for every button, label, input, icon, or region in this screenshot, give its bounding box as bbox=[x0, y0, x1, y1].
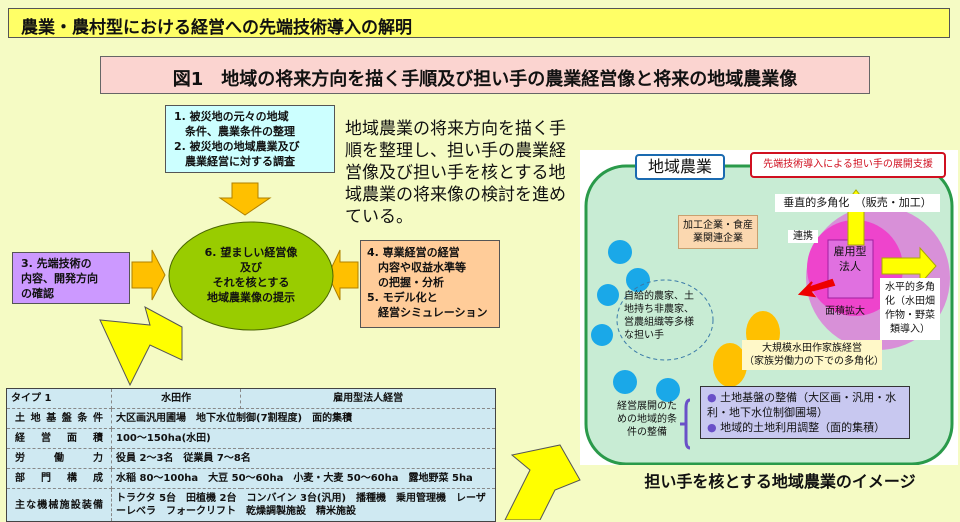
diverse-actors: 自給的農家、土地持ち非農家、営農組織等多様な担い手 bbox=[624, 291, 694, 341]
support-label: 先端技術導入による担い手の展開支援 bbox=[750, 152, 946, 178]
row-label: 部門構成 bbox=[6, 468, 112, 489]
corp-label: 雇用型法人 bbox=[833, 245, 867, 273]
left-arrow bbox=[327, 249, 359, 301]
bullet-icon: ● bbox=[707, 421, 721, 434]
step-line: 内容、開発方向 bbox=[21, 272, 98, 285]
family-farm: 大規模水田作家族経営 （家族労働力の下での多角化） bbox=[742, 340, 884, 370]
bullet-icon: ● bbox=[707, 391, 721, 404]
step-line: の確認 bbox=[21, 287, 54, 300]
regional-agriculture-diagram: 地域農業 先端技術導入による担い手の展開支援 垂直的多角化 （販売・加工） 加工… bbox=[580, 150, 958, 465]
table-header-cell: 水田作 bbox=[110, 388, 242, 409]
step-line: 経営シミュレーション bbox=[367, 306, 488, 319]
table-row: 労働力役員 2～3名 従業員 7～8名 bbox=[6, 448, 496, 469]
conditions-label: 経営展開のための地域的条件の整備 bbox=[617, 401, 677, 438]
step-line: 条件、農業条件の整理 bbox=[174, 125, 295, 138]
step-line: 6. 望ましい経営像 bbox=[204, 246, 298, 259]
step-box-1-2: 1. 被災地の元々の地域 条件、農業条件の整理 2. 被災地の地域農業及び 農業… bbox=[165, 105, 335, 173]
region-label: 地域農業 bbox=[635, 154, 725, 180]
row-value: 水稲 80～100ha 大豆 50～60ha 小麦・大麦 50～60ha 露地野… bbox=[111, 468, 496, 489]
horizontal-diversification: 水平的多角化（水田畑作物・野菜類導入） bbox=[880, 278, 940, 340]
big-arrow-down-left bbox=[99, 306, 183, 387]
condition-text: 土地基盤の整備（大区画・汎用・水利・地下水位制御圃場） bbox=[707, 391, 897, 419]
row-label: 土地基盤条件 bbox=[6, 408, 112, 429]
table-header-cell: 雇用型法人経営 bbox=[240, 388, 496, 409]
step-line: の把握・分析 bbox=[367, 276, 444, 289]
vertical-diversification: 垂直的多角化 （販売・加工） bbox=[775, 194, 940, 212]
step-line: 2. 被災地の地域農業及び bbox=[174, 140, 300, 153]
center-ellipse bbox=[168, 221, 334, 331]
table-row: 主な機械施設装備トラクタ 5台 田植機 2台 コンバイン 3台(汎用) 播種機 … bbox=[6, 488, 496, 522]
table-header-cell: タイプ 1 bbox=[6, 388, 112, 409]
row-label: 労働力 bbox=[6, 448, 112, 469]
conditions-box: ● 土地基盤の整備（大区画・汎用・水利・地下水位制御圃場） ● 地域的土地利用調… bbox=[700, 386, 910, 439]
center-step-6: 6. 望ましい経営像 及び それを核とする 地域農業像の提示 bbox=[170, 225, 332, 325]
condition-item: ● 土地基盤の整備（大区画・汎用・水利・地下水位制御圃場） bbox=[707, 390, 903, 420]
table-row: 部門構成水稲 80～100ha 大豆 50～60ha 小麦・大麦 50～60ha… bbox=[6, 468, 496, 489]
figure-title: 図1 地域の将来方向を描く手順及び担い手の農業経営像と将来の地域農業像 bbox=[100, 56, 870, 94]
row-value: トラクタ 5台 田植機 2台 コンバイン 3台(汎用) 播種機 乗用管理機 レー… bbox=[111, 488, 496, 522]
condition-item: ● 地域的土地利用調整（面的集積） bbox=[707, 420, 903, 435]
page-header: 農業・農村型における経営への先端技術導入の解明 bbox=[8, 8, 950, 38]
condition-text: 地域的土地利用調整（面的集積） bbox=[720, 421, 886, 434]
row-value: 100～150ha(水田) bbox=[111, 428, 496, 449]
cooperation-label: 連携 bbox=[788, 230, 818, 243]
step-line: 地域農業像の提示 bbox=[207, 291, 295, 304]
row-value: 役員 2～3名 従業員 7～8名 bbox=[111, 448, 496, 469]
down-arrow bbox=[218, 182, 272, 216]
step-box-4-5: 4. 専業経営の経営 内容や収益水準等 の把握・分析 5. モデル化と 経営シミ… bbox=[360, 240, 500, 328]
step-line: 1. 被災地の元々の地域 bbox=[174, 110, 289, 123]
processing-companies: 加工企業・食産業関連企業 bbox=[678, 215, 758, 249]
step-line: 内容や収益水準等 bbox=[367, 261, 466, 274]
step-box-3: 3. 先端技術の 内容、開発方向 の確認 bbox=[12, 252, 130, 304]
step-line: 農業経営に対する調査 bbox=[174, 155, 295, 168]
step-line: 及び bbox=[240, 261, 262, 274]
management-table: タイプ 1 水田作 雇用型法人経営 土地基盤条件大区画汎用圃場 地下水位制御(7… bbox=[6, 388, 496, 522]
row-label: 経営面積 bbox=[6, 428, 112, 449]
family-farm-line: （家族労働力の下での多角化） bbox=[744, 356, 884, 367]
area-expansion: 面積拡大 bbox=[825, 306, 865, 317]
table-row: 土地基盤条件大区画汎用圃場 地下水位制御(7割程度) 面的集積 bbox=[6, 408, 496, 429]
row-label: 主な機械施設装備 bbox=[6, 488, 112, 522]
right-arrow bbox=[131, 249, 166, 301]
step-line: それを核とする bbox=[212, 276, 290, 289]
step-line: 4. 専業経営の経営 bbox=[367, 246, 460, 259]
row-value: 大区画汎用圃場 地下水位制御(7割程度) 面的集積 bbox=[111, 408, 496, 429]
diagram-caption: 担い手を核とする地域農業のイメージ bbox=[644, 472, 916, 491]
big-arrow-up-right bbox=[504, 444, 581, 520]
description-text: 地域農業の将来方向を描く手順を整理し、担い手の農業経営像及び担い手を核とする地域… bbox=[345, 119, 566, 227]
step-line: 3. 先端技術の bbox=[21, 257, 92, 270]
step-line: 5. モデル化と bbox=[367, 291, 438, 304]
table-header-row: タイプ 1 水田作 雇用型法人経営 bbox=[6, 388, 496, 409]
family-farm-line: 大規模水田作家族経営 bbox=[762, 343, 862, 354]
